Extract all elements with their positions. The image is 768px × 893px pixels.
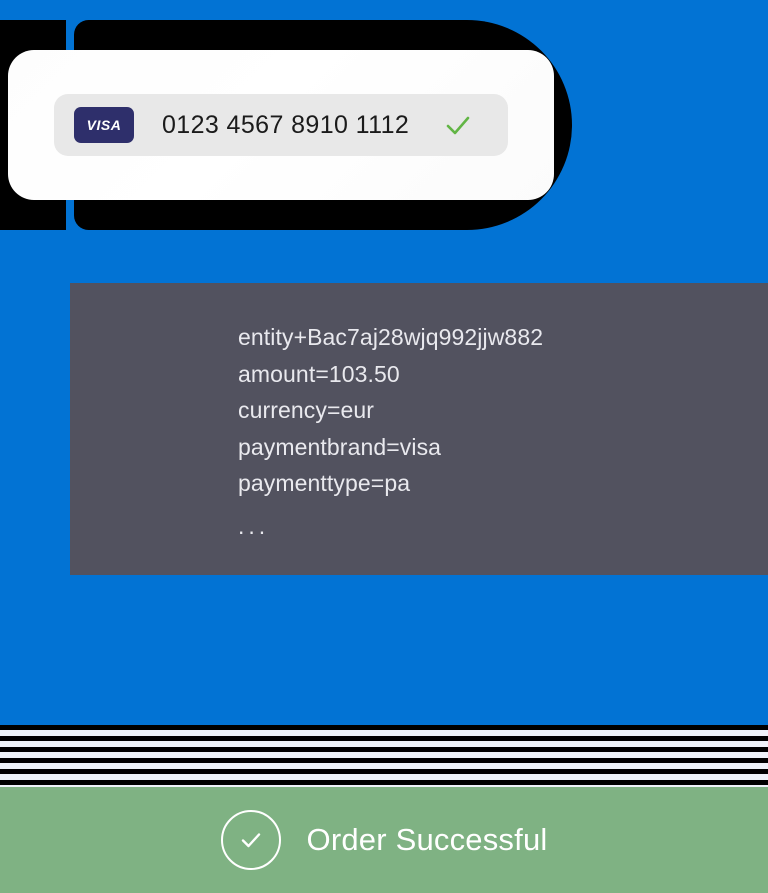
green-checkmark-icon — [446, 116, 470, 135]
payload-line: entity+Bac7aj28wjq992jjw882 — [238, 324, 544, 350]
order-status-banner: Order Successful — [0, 787, 768, 893]
payment-method-row[interactable]: VISA 0123 4567 8910 1112 — [54, 94, 508, 156]
checkmark-glyph — [241, 833, 260, 848]
payload-line: currency=eur — [238, 397, 375, 423]
card-number-value: 0123 4567 8910 1112 — [162, 110, 410, 139]
visa-logo-icon: VISA — [74, 107, 134, 143]
payload-truncation: ... — [238, 512, 270, 539]
striped-divider — [0, 725, 768, 787]
payload-line: paymentbrand=visa — [238, 433, 442, 460]
payment-payload-block: entity+Bac7aj28wjq992jjw882 amount=103.5… — [70, 283, 768, 575]
payment-payload-lines: entity+Bac7aj28wjq992jjw882 amount=103.5… — [238, 319, 543, 544]
payload-line: amount=103.50 — [238, 360, 400, 387]
payload-line: paymenttype=pa — [238, 470, 411, 496]
visa-logo-label: VISA — [86, 117, 122, 133]
circle-check-icon — [220, 810, 281, 870]
payment-method-card: VISA 0123 4567 8910 1112 — [8, 50, 554, 200]
order-status-label: Order Successful — [306, 822, 548, 857]
